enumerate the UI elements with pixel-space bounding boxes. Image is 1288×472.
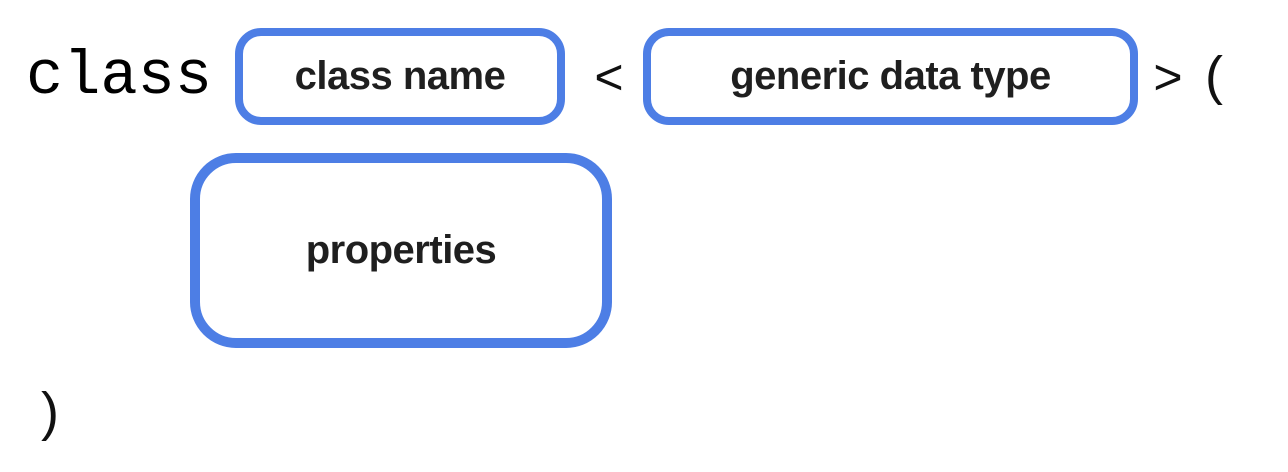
- open-parenthesis-symbol: (: [1205, 46, 1223, 106]
- generic-data-type-placeholder-box: generic data type: [643, 28, 1138, 125]
- class-name-label: class name: [294, 54, 506, 98]
- open-angle-bracket-symbol: <: [594, 48, 624, 105]
- class-keyword-text: class: [26, 41, 213, 112]
- class-name-placeholder-box: class name: [235, 28, 565, 125]
- close-angle-bracket-symbol: >: [1153, 48, 1183, 105]
- properties-label: properties: [305, 228, 497, 272]
- generic-data-type-label: generic data type: [730, 54, 1051, 98]
- properties-placeholder-box: properties: [190, 153, 612, 348]
- close-parenthesis-symbol: ): [41, 382, 59, 442]
